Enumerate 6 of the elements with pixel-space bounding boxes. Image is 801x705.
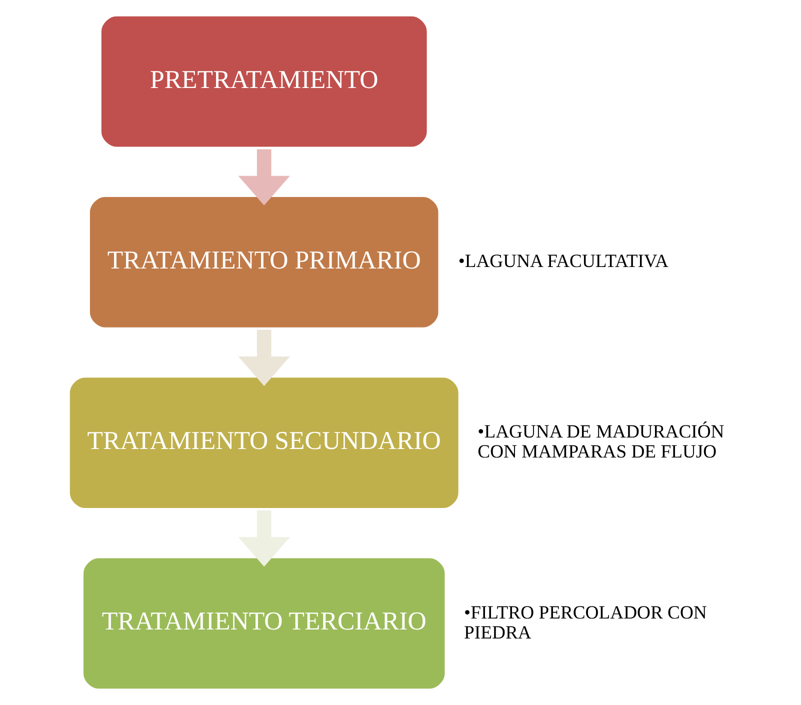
node-label: •FILTRO PERCOLADOR CON PIEDRA: [464, 602, 706, 644]
arrow: [238, 149, 290, 206]
node-label: •LAGUNA FACULTATIVA: [458, 251, 668, 272]
arrow: [238, 510, 290, 567]
arrow: [238, 330, 290, 386]
node-label: •LAGUNA DE MADURACIÓN CON MAMPARAS DE FLUJO: [477, 422, 724, 463]
